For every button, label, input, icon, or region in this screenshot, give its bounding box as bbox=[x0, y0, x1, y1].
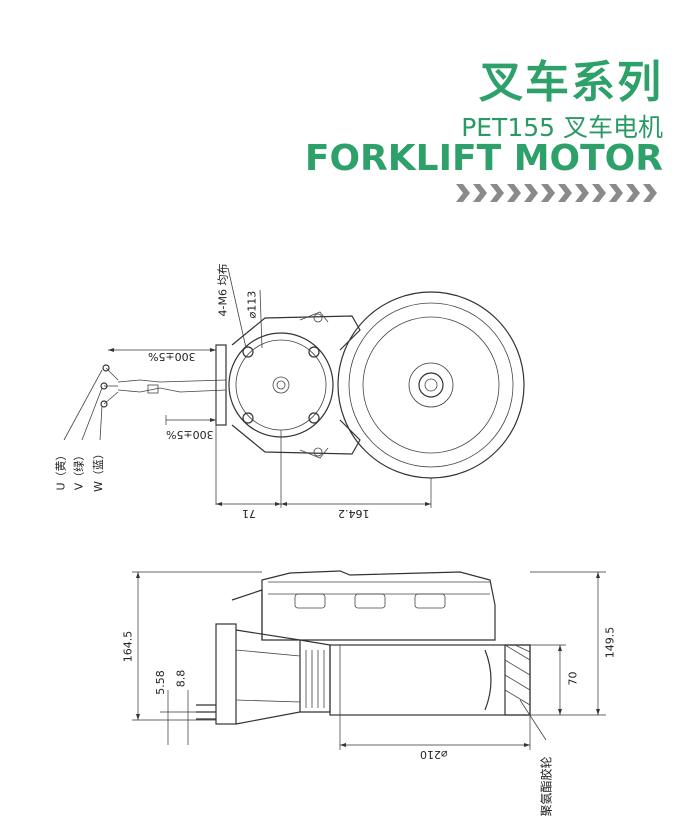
chevron-arrows-icon bbox=[456, 184, 657, 202]
dim-b-label: 8.8 bbox=[174, 669, 188, 688]
dim-right-label: 164.2 bbox=[338, 507, 370, 520]
top-view bbox=[63, 267, 525, 508]
dim-a-label: 5.58 bbox=[153, 670, 167, 695]
side-view bbox=[132, 570, 606, 750]
title-chinese: 叉车系列 bbox=[479, 57, 663, 108]
wheel-diameter-label: ⌀210 bbox=[420, 748, 448, 761]
cable-upper-dim: 300±5% bbox=[148, 350, 196, 363]
wheel-width-label: 70 bbox=[566, 671, 580, 686]
wire-label-v: V（绿） bbox=[72, 449, 86, 491]
wire-label-u: U（黄） bbox=[54, 449, 68, 491]
dim-left-label: 71 bbox=[242, 507, 256, 520]
cable-lower-dim: 300±5% bbox=[166, 428, 214, 441]
bolt-note-label: 4-M6 均布 bbox=[216, 263, 230, 317]
tire-label: 聚氨酯胶轮 bbox=[539, 756, 554, 817]
title-english: FORKLIFT MOTOR bbox=[304, 138, 663, 179]
wheel-outer bbox=[337, 291, 525, 479]
wire-label-w: W（蓝） bbox=[91, 448, 105, 492]
model-label: PET155 叉车电机 bbox=[461, 113, 663, 142]
height-total-label: 164.5 bbox=[121, 630, 135, 663]
height-right-label: 149.5 bbox=[603, 626, 617, 659]
bolt-circle-label: ⌀113 bbox=[245, 290, 259, 319]
